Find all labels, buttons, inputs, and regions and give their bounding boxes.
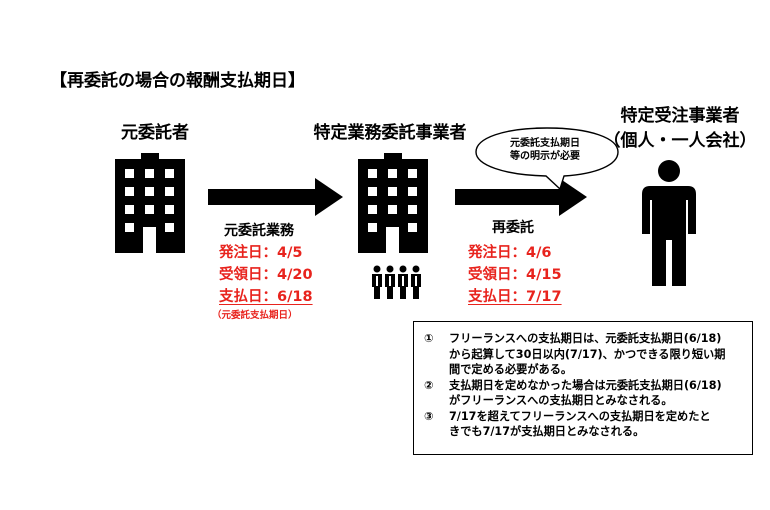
note-item: ① フリーランスへの支払期日は、元委託支払期日(6/18) から起算して30日以… [424,331,742,378]
second-receipt-date: 受領日：4/15 [468,267,562,283]
second-order-date: 発注日：4/6 [468,245,552,261]
first-payment-note: （元委託支払期日） [212,310,298,321]
note-text: フリーランスへの支払期日は、元委託支払期日(6/18) から起算して30日以内(… [449,332,726,376]
arrow-right-icon [208,178,343,216]
contractor-label-line2: （個人・一人会社） [603,131,757,151]
note-text: 7/17を超えてフリーランスへの支払期日を定めたと きでも7/17が支払期日とみ… [449,409,711,439]
bubble-text: 元委託支払期日 等の明示が必要 [510,138,580,162]
first-contract-label: 元委託業務 [224,223,294,239]
speech-bubble-icon [475,127,619,191]
note-number: ② [424,378,434,392]
building-icon [358,153,428,253]
original-consignor-label: 元委託者 [121,123,189,143]
first-receipt-date: 受領日：4/20 [219,267,313,283]
notes-box: ① フリーランスへの支払期日は、元委託支払期日(6/18) から起算して30日以… [413,321,753,455]
second-payment-date: 支払日：7/17 [468,289,562,305]
arrow-right-icon [455,178,587,216]
second-contract-label: 再委託 [492,220,534,236]
building-icon [115,153,185,253]
note-item: ③ 7/17を超えてフリーランスへの支払期日を定めたと きでも7/17が支払期日… [424,409,742,440]
note-number: ③ [424,409,434,423]
specified-consignor-label: 特定業務委託事業者 [313,123,467,143]
person-icon [642,160,696,286]
people-group-icon [372,265,421,299]
page-title: 【再委託の場合の報酬支払期日】 [50,71,305,91]
note-number: ① [424,332,434,345]
note-text: 支払期日を定めなかった場合は元委託支払期日(6/18) がフリーランスへの支払期… [449,378,722,408]
note-item: ② 支払期日を定めなかった場合は元委託支払期日(6/18) がフリーランスへの支… [424,378,742,409]
contractor-label-line1: 特定受注事業者 [620,106,740,126]
first-order-date: 発注日：4/5 [219,245,303,261]
first-payment-date: 支払日：6/18 [219,289,313,305]
